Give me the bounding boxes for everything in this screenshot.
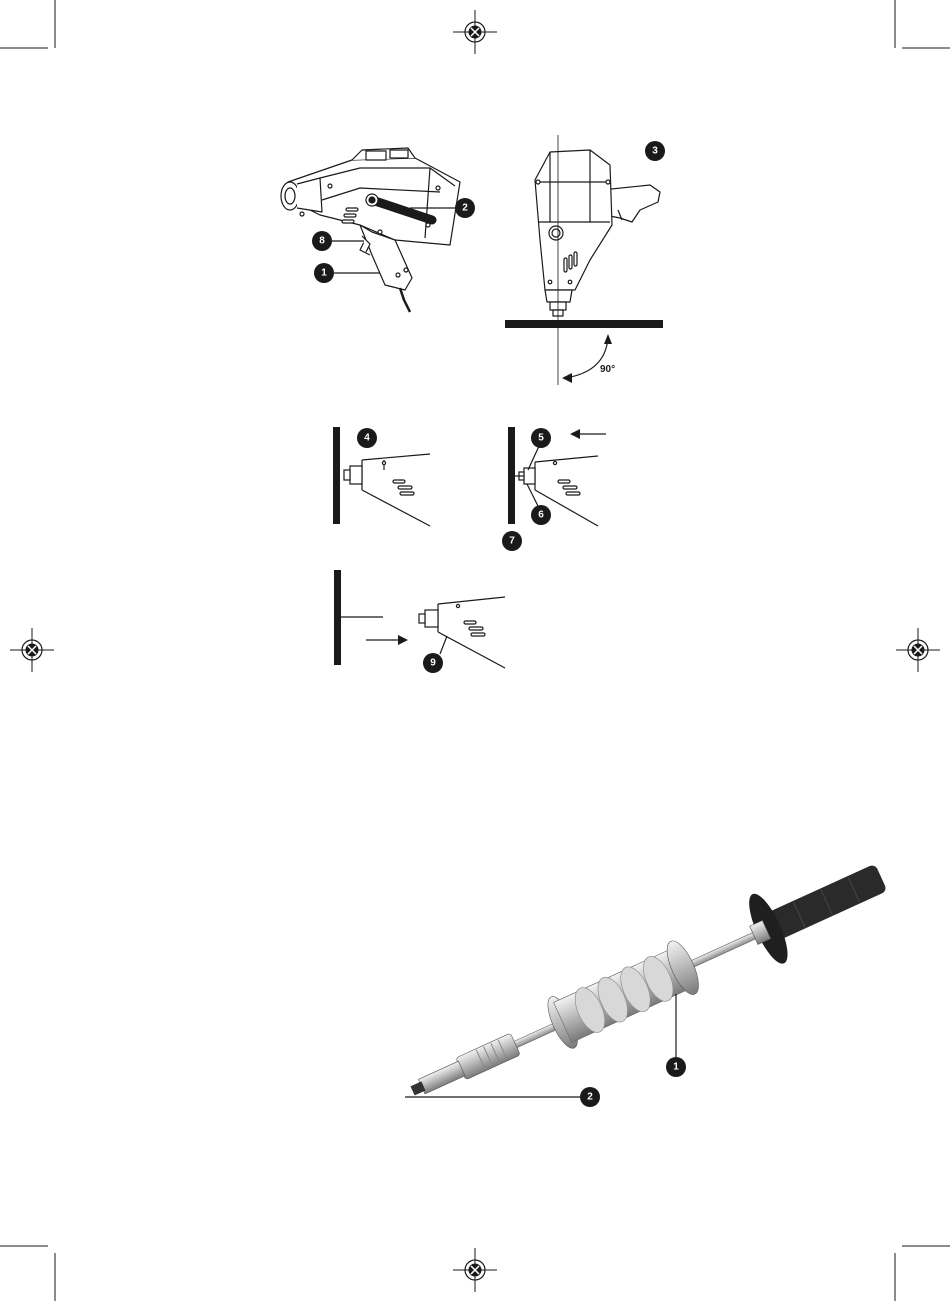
- step1-diagram: [333, 427, 430, 526]
- callout-3-front: 3: [645, 141, 665, 161]
- step2-diagram: [508, 427, 606, 526]
- registration-mark-left: [10, 628, 54, 672]
- callout-1-hammer: 1: [666, 1057, 686, 1077]
- callout-9-step3: 9: [423, 653, 443, 673]
- svg-text:2: 2: [462, 203, 468, 214]
- registration-mark-top: [453, 10, 497, 54]
- callout-5-step2: 5: [531, 428, 551, 448]
- svg-text:5: 5: [538, 433, 544, 444]
- svg-text:6: 6: [538, 510, 544, 521]
- callout-2-hammer: 2: [580, 1087, 600, 1107]
- step3-diagram: [334, 570, 505, 668]
- svg-text:7: 7: [509, 536, 515, 547]
- callout-2-side: 2: [455, 198, 475, 218]
- stud-welder-side-view: [281, 148, 460, 312]
- callout-badges: 1 2 8 3 4 5 6 7: [312, 141, 686, 1107]
- callout-8-side: 8: [312, 231, 332, 251]
- svg-text:9: 9: [430, 658, 436, 669]
- callout-7-step2: 7: [502, 531, 522, 551]
- svg-text:1: 1: [321, 268, 327, 279]
- callout-4-step1: 4: [357, 428, 377, 448]
- svg-text:3: 3: [652, 146, 658, 157]
- svg-text:8: 8: [319, 236, 325, 247]
- angle-label: 90°: [600, 364, 615, 375]
- callout-1-side: 1: [314, 263, 334, 283]
- workpiece-horizontal: [505, 320, 663, 328]
- registration-mark-right: [896, 628, 940, 672]
- svg-text:4: 4: [364, 433, 370, 444]
- slide-hammer: [397, 843, 897, 1126]
- callout-6-step2: 6: [531, 505, 551, 525]
- svg-text:2: 2: [587, 1092, 593, 1103]
- stud-welder-front-view: [535, 150, 660, 316]
- svg-text:1: 1: [673, 1062, 679, 1073]
- registration-mark-bottom: [453, 1248, 497, 1292]
